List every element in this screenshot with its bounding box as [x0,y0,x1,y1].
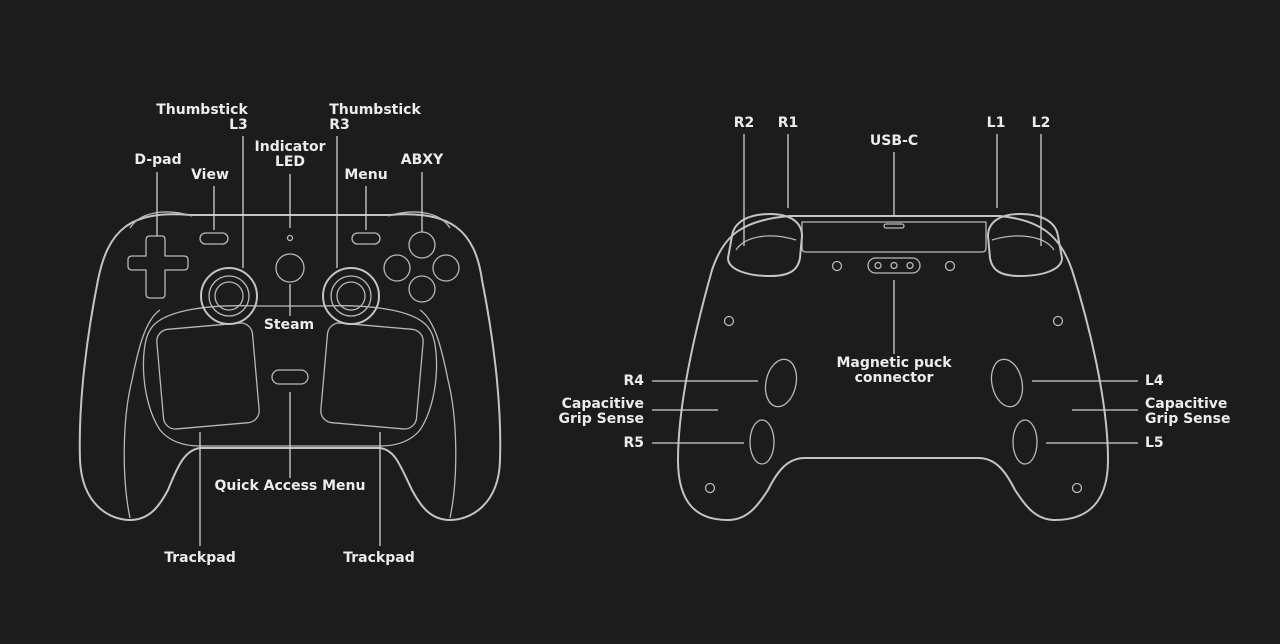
back-controller [652,134,1138,521]
screw-top-left [831,260,843,272]
usb-c-port [883,223,905,229]
label-grip-sense-left: Capacitive Grip Sense [558,396,644,427]
label-r5: R5 [623,435,644,451]
button-y [408,231,436,259]
r4-paddle [764,358,798,408]
label-indicator-led: Indicator LED [254,139,326,170]
steam-button [275,253,305,283]
label-l4: L4 [1145,373,1164,389]
right-thumbstick-ring [322,267,380,325]
front-controller [78,136,502,546]
button-x [383,254,411,282]
screw-top-right [944,260,956,272]
puck-pin-3 [906,261,914,270]
label-l5: L5 [1145,435,1164,451]
label-l2: L2 [1031,115,1051,131]
label-quick-access-menu: Quick Access Menu [214,478,366,494]
left-thumbstick-top [214,281,244,311]
label-trackpad-right: Trackpad [343,550,415,566]
r1-bumper [735,235,797,251]
screw-mid-right [1052,315,1064,327]
front-right-trackpad-shape [320,322,424,430]
label-magnetic-puck-connector: Magnetic puck connector [836,355,952,386]
label-usb-c: USB-C [869,133,919,149]
label-r1: R1 [777,115,799,131]
back-body-outline [677,215,1109,521]
label-menu: Menu [344,167,388,183]
indicator-led-dot [286,234,294,242]
puck-pin-1 [874,261,882,270]
back-top-strip [801,221,987,253]
label-l1: L1 [986,115,1006,131]
front-right-grip-line [419,309,457,519]
menu-button [351,232,381,245]
left-thumbstick-cap [208,275,250,317]
label-trackpad-left: Trackpad [164,550,236,566]
label-r2: R2 [733,115,755,131]
label-thumbstick-l3: Thumbstick L3 [156,102,248,133]
front-left-trackpad-shape [156,322,260,430]
quick-access-button [271,369,309,385]
right-thumbstick-top [336,281,366,311]
magnetic-puck-connector-shape [867,257,921,274]
label-grip-sense-right: Capacitive Grip Sense [1145,396,1231,427]
r2-trigger [727,213,803,277]
front-left-grip-line [123,309,161,519]
dpad-shape [127,235,189,299]
view-button [199,232,229,245]
l2-trigger [987,213,1063,277]
screw-bottom-right [1071,482,1083,494]
r5-paddle [749,419,775,465]
left-thumbstick-ring [200,267,258,325]
l1-bumper [991,235,1055,251]
l5-paddle [1012,419,1038,465]
l4-paddle [990,358,1024,408]
label-abxy: ABXY [400,152,444,168]
label-thumbstick-r3: Thumbstick R3 [329,102,421,133]
label-r4: R4 [623,373,644,389]
label-view: View [191,167,229,183]
screw-bottom-left [704,482,716,494]
label-steam: Steam [263,317,315,333]
button-b [432,254,460,282]
right-thumbstick-cap [330,275,372,317]
front-left-bumper [129,211,193,229]
screw-mid-left [723,315,735,327]
front-right-bumper [387,211,451,229]
puck-pin-2 [890,261,898,270]
button-a [408,275,436,303]
label-dpad: D-pad [134,152,182,168]
